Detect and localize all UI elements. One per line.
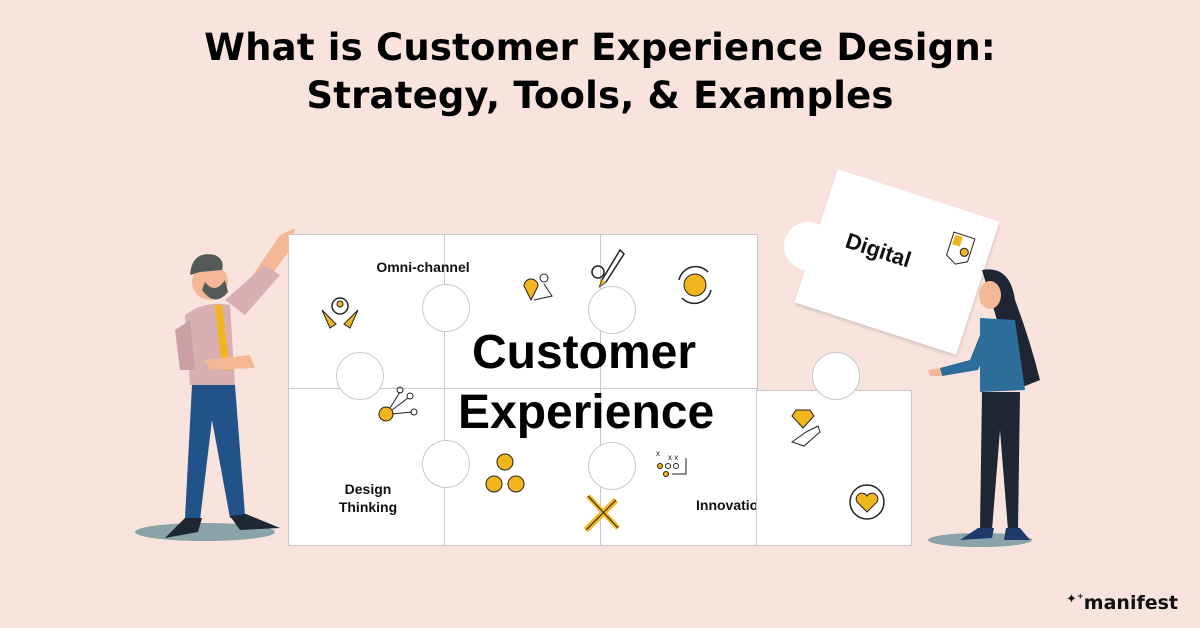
page-title: What is Customer Experience Design: Stra… [0,24,1200,120]
puzzle-knob [336,352,384,400]
hands-person-icon [321,297,359,329]
team-icon [485,453,525,493]
sparkle-icon: ✦⁺ [1066,592,1084,607]
puzzle-board: Omni-channel Design Thinking Customer Ex… [288,234,767,546]
digital-knob [784,222,832,270]
globe-sync-icon [678,265,712,305]
brand-logo: ✦⁺manifest [1066,592,1178,614]
center-title-customer: Customer [472,326,697,379]
label-digital: Digital [842,227,915,273]
puzzle-knob [588,442,636,490]
pencil-icon [591,248,625,288]
diamond-hand-icon [790,409,821,447]
brand-name: manifest [1083,592,1178,614]
label-thinking: Thinking [338,499,398,515]
label-design-thinking: Design Thinking [318,480,418,516]
svg-text:x x: x x [668,453,678,462]
svg-text:x: x [656,449,660,458]
location-pin-icon [523,273,553,302]
digital-puzzle-piece: Digital [794,169,1000,355]
heart-chat-icon [849,484,885,520]
woman-illustration [928,269,1040,547]
tools-icon [583,494,620,533]
title-line-1: What is Customer Experience Design: [204,26,996,69]
label-design: Design [344,481,392,497]
digital-face-icon [946,231,976,265]
label-omni-channel: Omni-channel [376,259,470,275]
puzzle-knob [588,286,636,334]
puzzle-knob [812,352,860,400]
man-illustration [135,228,295,541]
puzzle-knob [422,284,470,332]
puzzle-piece [444,388,602,546]
title-line-2: Strategy, Tools, & Examples [306,74,894,117]
network-person-icon [378,386,418,422]
label-innovation: Innovation [696,497,767,513]
puzzle-knob [422,440,470,488]
puzzle-piece [288,388,446,546]
center-title-experience: Experience [458,386,715,439]
